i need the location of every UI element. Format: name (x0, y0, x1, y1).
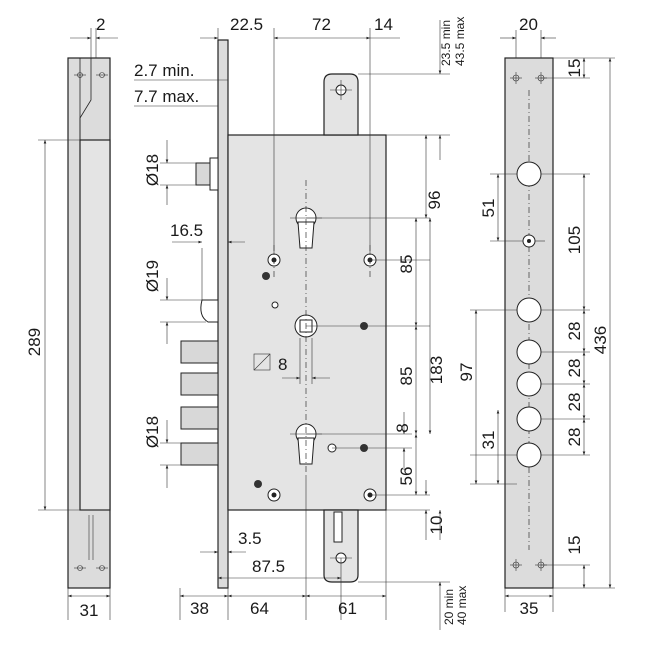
fp-dim-28-a: 28 (565, 322, 584, 341)
dim-square-8: 8 (278, 355, 287, 374)
front-plate-view: 20 35 15 51 105 97 28 (457, 15, 615, 618)
dim-latch-dia: Ø18 (143, 154, 162, 186)
dim-289: 289 (25, 328, 44, 356)
dim-3-5: 3.5 (238, 529, 262, 548)
roller-opening (516, 297, 542, 323)
dim-64: 64 (250, 599, 269, 618)
fp-dim-31: 31 (479, 431, 498, 450)
fp-dim-105: 105 (565, 226, 584, 254)
fp-dim-97: 97 (457, 363, 476, 382)
top-tab (323, 73, 359, 136)
backset-min: 2.7 min. (134, 61, 194, 80)
dim-72: 72 (312, 15, 331, 34)
case-screw-holes (254, 253, 377, 502)
fp-dim-436: 436 (591, 326, 610, 354)
bolt-opening-2 (516, 371, 542, 397)
latch-opening (516, 161, 542, 187)
fp-dim-51: 51 (479, 199, 498, 218)
dim-14: 14 (374, 15, 393, 34)
dim-56: 56 (397, 467, 416, 486)
bottom-right-min: 20 min (442, 589, 456, 625)
fp-dim-15-top: 15 (565, 59, 584, 78)
dim-22-5: 22.5 (230, 15, 263, 34)
bolt-opening-1 (516, 339, 542, 365)
backset-max: 7.7 max. (134, 87, 199, 106)
bolt-opening-4 (516, 442, 542, 468)
top-right-max: 43.5 max (453, 17, 467, 66)
dim-96: 96 (425, 191, 444, 210)
fp-dim-35: 35 (520, 599, 539, 618)
dim-10: 10 (427, 516, 446, 535)
dim-85-lower: 85 (397, 367, 416, 386)
dim-38: 38 (190, 599, 209, 618)
dim-87-5: 87.5 (252, 557, 285, 576)
dim-bottom-31: 31 (80, 601, 99, 620)
fp-dim-28-d: 28 (565, 428, 584, 447)
dim-61: 61 (338, 599, 357, 618)
dim-top-2: 2 (96, 15, 105, 34)
bottom-right-max: 40 max (455, 586, 469, 625)
bolt-opening-3 (516, 406, 542, 432)
faceplate-edge (217, 39, 229, 589)
dim-183: 183 (427, 356, 446, 384)
dim-bolt-dia: Ø18 (143, 416, 162, 448)
fp-dim-28-b: 28 (565, 359, 584, 378)
fp-dim-20: 20 (519, 15, 538, 34)
fp-dim-28-c: 28 (565, 393, 584, 412)
dim-16-5: 16.5 (170, 221, 203, 240)
deadbolts (180, 340, 219, 466)
lock-case-view: 22.5 72 14 2.7 min. 7.7 max. 23.5 min 43… (134, 15, 469, 630)
top-right-min: 23.5 min (439, 20, 453, 66)
left-case (79, 139, 111, 511)
left-profile-view: 2 289 31 (25, 15, 118, 620)
dim-roller-dia: Ø19 (143, 260, 162, 292)
cylinder-lower (290, 423, 322, 465)
roller-latch (200, 299, 219, 323)
dim-8-small: 8 (393, 423, 412, 432)
fp-dim-15-bottom: 15 (565, 536, 584, 555)
latch-bolt (195, 162, 211, 186)
dim-85-upper: 85 (397, 255, 416, 274)
